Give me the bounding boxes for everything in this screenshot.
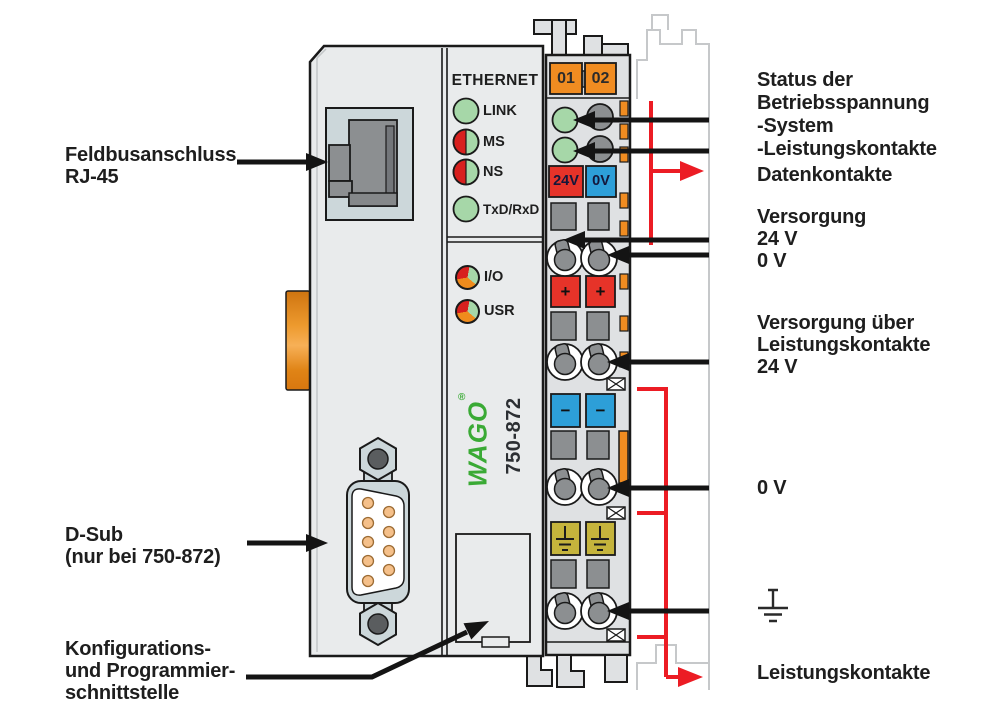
- terminal-details: [546, 62, 629, 642]
- dsub-connector: [346, 436, 410, 647]
- led-link: [452, 97, 480, 125]
- din-rail-foot: [526, 654, 628, 688]
- led-label-ms: MS: [483, 134, 505, 150]
- label-fieldbus: Feldbusanschluss RJ-45: [65, 144, 236, 188]
- led-usr: [455, 299, 480, 324]
- dsub-pins: [361, 496, 396, 588]
- label-line: Konfigurations-: [65, 638, 211, 660]
- label-line: -Leistungskontakte: [757, 138, 937, 160]
- label-24v-tag: 24V: [553, 173, 579, 189]
- label-line: Versorgung: [757, 206, 867, 228]
- earth-symbol: [758, 588, 788, 623]
- label-line: Feldbusanschluss: [65, 144, 237, 166]
- channel-01-tag: [549, 62, 583, 95]
- ethernet-panel-title: ETHERNET: [451, 72, 539, 89]
- label-line: Status der: [757, 69, 853, 91]
- minus-tag-label: −: [560, 401, 571, 420]
- wago-logo: WAGO: [462, 400, 493, 488]
- label-line: -System: [757, 115, 834, 137]
- plus-tag-label: +: [560, 282, 571, 301]
- tag-24v: [548, 165, 584, 198]
- power-contact-red-line: [637, 387, 703, 687]
- label-0v: 0 V: [757, 477, 787, 499]
- label-versorgung-lk: Versorgung über Leistungskontakte 24 V: [757, 312, 931, 378]
- tag-earth: [550, 521, 616, 556]
- led-label-ns: NS: [483, 164, 504, 180]
- channel-02-tag: [584, 62, 617, 95]
- label-line: Leistungskontakte: [757, 334, 931, 356]
- channel-01-label: 01: [557, 70, 575, 87]
- label-line: 24 V: [757, 356, 798, 378]
- wago-logo-reg: ®: [458, 392, 466, 403]
- din-rail-latch: [533, 19, 629, 57]
- ethernet-leds: [452, 97, 480, 223]
- label-line: (nur bei 750-872): [65, 546, 221, 568]
- label-0v-tag: 0V: [592, 173, 610, 189]
- label-versorgung: Versorgung 24 V 0 V: [757, 206, 866, 272]
- led-ms: [452, 128, 480, 156]
- label-dsub: D-Sub (nur bei 750-872): [65, 524, 221, 568]
- tag-minus: [585, 393, 616, 428]
- cage-clamps: [546, 239, 618, 630]
- annotation-arrows: [237, 111, 709, 680]
- label-line: 24 V: [757, 228, 798, 250]
- locking-tab: [285, 290, 311, 391]
- tag-0v: [585, 165, 617, 198]
- data-contact-red-line: [649, 101, 704, 245]
- plus-tag-label: +: [595, 282, 606, 301]
- label-line: Versorgung über: [757, 312, 915, 334]
- model-number: 750-872: [503, 397, 525, 475]
- label-line: und Programmier-: [65, 660, 236, 682]
- led-label-usr: USR: [484, 303, 515, 319]
- label-line: D-Sub: [65, 524, 123, 546]
- rj45-connector: [325, 107, 414, 221]
- led-label-txdrxd: TxD/RxD: [483, 202, 540, 217]
- led-io: [455, 265, 480, 290]
- tag-plus: [585, 275, 616, 308]
- status-led-b: [551, 136, 579, 164]
- label-datenkontakte: Datenkontakte: [757, 164, 893, 186]
- led-ns: [452, 158, 480, 186]
- label-line: 0 V: [757, 250, 787, 272]
- label-line: Betriebsspannung: [757, 92, 930, 114]
- tag-minus: [550, 393, 581, 428]
- led-txdrxd: [452, 195, 480, 223]
- label-status: Status der Betriebsspannung -System -Lei…: [757, 69, 937, 161]
- label-config-interface: Konfigurations- und Programmier- schnitt…: [65, 638, 235, 704]
- label-line: schnittstelle: [65, 682, 180, 704]
- led-label-io: I/O: [484, 269, 504, 285]
- label-line: RJ-45: [65, 166, 119, 188]
- adjacent-module-outline: [636, 14, 710, 690]
- label-leistungskontakte: Leistungskontakte: [757, 662, 931, 684]
- led-label-link: LINK: [483, 103, 517, 119]
- power-contact-symbols: [606, 377, 626, 642]
- minus-tag-label: −: [595, 401, 606, 420]
- channel-02-label: 02: [591, 70, 610, 87]
